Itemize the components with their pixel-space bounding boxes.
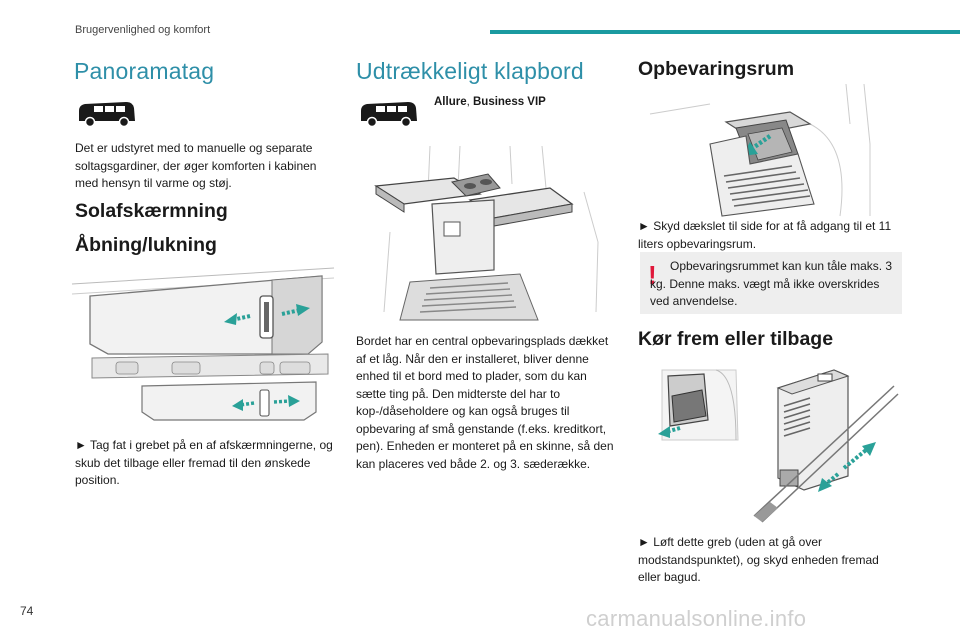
warning-text-content: Opbevaringsrummet kan kun tåle maks. 3 k… [650, 259, 893, 308]
slide-illustration [658, 369, 899, 523]
van-icon [79, 102, 135, 128]
heading-koer-frem: Kør frem eller tilbage [638, 328, 834, 350]
header-accent-bar [490, 30, 960, 34]
storage-illustration [649, 83, 871, 217]
heading-solafskaermning: Solafskærmning [75, 200, 228, 222]
warning-box [640, 252, 902, 314]
page-number: 74 [20, 604, 34, 618]
trim-allure: Allure [434, 96, 467, 108]
section-title: Brugervenlighed og komfort [75, 24, 211, 36]
trim-business-vip: Business VIP [472, 96, 546, 108]
heading-aabning-lukning: Åbning/lukning [75, 234, 217, 256]
trim-separator: , [466, 96, 473, 108]
intro-text: Det er udstyret med to manuelle og separ… [75, 141, 317, 190]
heading-opbevaringsrum: Opbevaringsrum [638, 58, 795, 80]
trim-levels: Allure, Business VIP [434, 96, 546, 108]
sunshade-instruction: ► Tag fat i grebet på en af afskærmninge… [75, 438, 333, 487]
heading-panoramatag: Panoramatag [74, 58, 215, 84]
table-description: Bordet har en central opbevaringsplads d… [356, 334, 614, 471]
sunshade-illustration [71, 267, 335, 421]
table-illustration [374, 145, 599, 321]
slide-instruction: ► Løft dette greb (uden at gå over modst… [638, 535, 879, 584]
warning-text: Opbevaringsrummet kan kun tåle maks. 3 k… [650, 258, 896, 311]
warning-icon: ! [648, 260, 657, 290]
storage-instruction: ► Skyd dækslet til side for at få adgang… [638, 219, 892, 251]
watermark: carmanualsonline.info [586, 606, 807, 631]
van-icon [361, 102, 417, 128]
heading-klapbord: Udtrækkeligt klapbord [356, 58, 584, 84]
